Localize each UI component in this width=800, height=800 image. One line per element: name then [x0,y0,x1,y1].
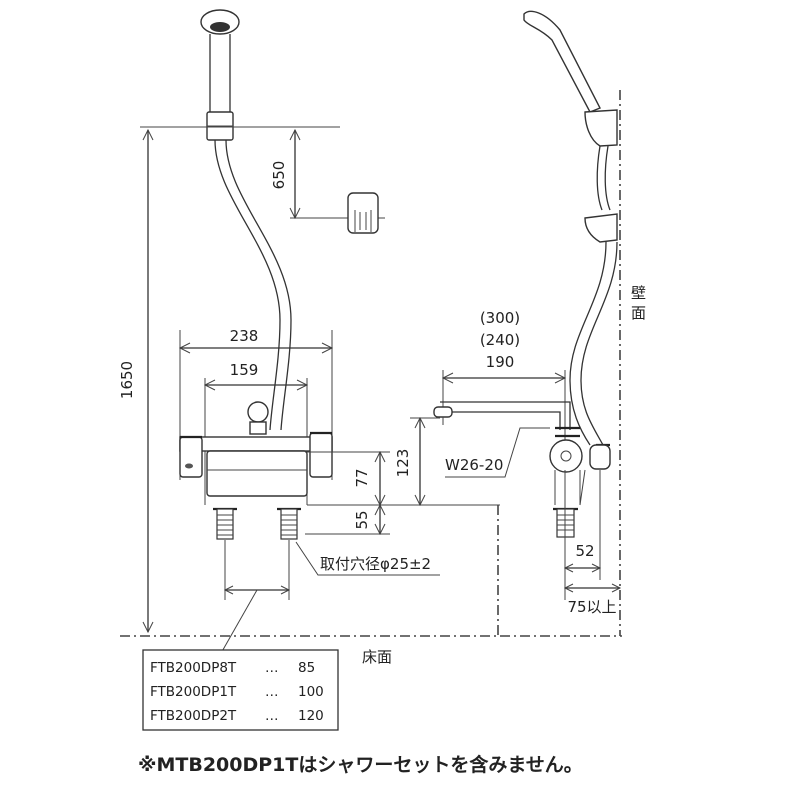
pitch-row-value-2: 100 [298,684,324,700]
shower-head-front [200,9,240,141]
front-view: 1650 650 238 159 [118,9,500,731]
faucet-body-front [179,401,333,540]
svg-text:…: … [265,660,279,676]
pitch-row-model-2: FTB200DP1T [150,684,237,700]
hose-front-right [225,139,292,431]
thread-label: W26-20 [445,456,503,474]
dim-spout-length: 190 [486,353,515,371]
svg-text:…: … [265,708,279,724]
dim-body-height: 77 [353,468,371,487]
dim-spout-length-alt2: (240) [480,331,520,349]
pitch-row-model-1: FTB200DP8T [150,660,237,676]
dim-wall-offset: 52 [575,542,594,560]
inlet-leg-left [213,507,237,540]
faucet-body-side [549,426,611,600]
shower-holder [347,192,379,234]
svg-text:…: … [265,684,279,700]
pitch-row-model-3: FTB200DP2T [150,708,237,724]
dim-total-height: 1650 [118,361,136,399]
dim-spout-length-alt1: (300) [480,309,520,327]
spout-side [433,401,571,430]
pitch-row-value-1: 85 [298,660,315,676]
dim-outer-width: 238 [230,327,259,345]
pitch-table: FTB200DP8T … 85 FTB200DP1T … 100 FTB200D… [142,649,339,731]
wall-label-top: 壁 [631,284,646,302]
shower-head-side [523,10,618,446]
dim-inner-width: 159 [230,361,259,379]
dim-leg-height: 55 [353,510,371,529]
mount-hole-label: 取付穴径φ25±2 [320,555,431,573]
side-view: (300) (240) 190 W26-20 [394,10,622,616]
floor-label: 床面 [362,648,392,666]
pitch-row-value-3: 120 [298,708,324,724]
dim-spout-height: 123 [394,449,412,478]
footnote: ※MTB200DP1Tはシャワーセットを含みません。 [138,753,583,776]
hose-front-left [214,139,281,431]
inlet-leg-right [277,507,301,540]
dim-holder-offset: 650 [270,161,288,190]
wall-label-bottom: 面 [631,304,646,322]
dim-wall-min: 75以上 [567,598,616,616]
